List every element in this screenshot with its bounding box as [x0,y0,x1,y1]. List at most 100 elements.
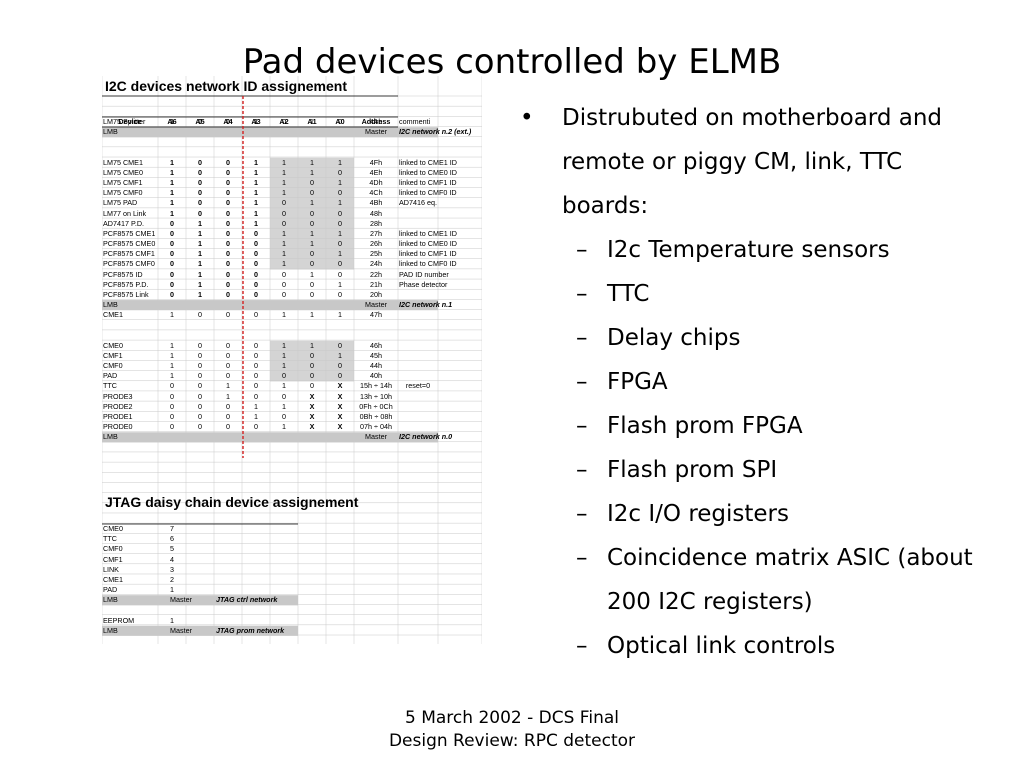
network-table-heading: I2C devices network ID assignement [105,78,347,94]
table-cell: 1 [310,157,314,167]
table-cell: 4Eh [369,167,383,177]
table-cell: 0 [170,269,174,279]
table-cell: 0 [170,218,174,228]
table-cell: 1 [170,157,174,167]
jtag-network-cell: JTAG prom network [216,625,285,635]
spreadsheet-grid [102,76,482,644]
sub-bullet-label: I2c Temperature sensors [607,237,890,263]
footer: 5 March 2002 - DCS Final Design Review: … [312,707,712,753]
table-cell: 0 [282,411,286,421]
table-cell: 40h [370,371,382,381]
device-name-cell: PCF8575 P.D. [103,279,149,289]
table-cell: Master [365,300,387,310]
sub-bullet: –Optical link controls [520,624,1010,668]
table-cell: Master [365,127,387,137]
table-cell: 0 [198,401,202,411]
sub-bullet: –I2c Temperature sensors [520,228,1010,272]
table-cell: 0 [338,167,342,177]
table-cell: 1 [282,178,286,188]
table-cell: reset=0 [405,381,431,391]
table-cell: 0 [310,259,314,269]
sub-bullet-continuation: 200 I2C registers) [607,589,813,615]
table-cell: 0 [338,269,342,279]
table-cell: 0 [310,289,314,299]
table-cell: 0 [170,239,174,249]
device-name-cell: AD7417 P.D. [103,218,145,228]
sub-bullet: –TTC [520,272,1010,316]
table-cell: 28h [370,218,382,228]
table-header-cell: A0 [335,117,345,126]
table-cell: 0 [170,249,174,259]
table-cell: 1 [254,178,258,188]
table-cell: 1 [254,411,258,421]
sub-bullet-label: Flash prom FPGA [607,413,803,439]
table-cell: 0 [198,381,202,391]
table-cell: 0 [254,279,258,289]
jtag-position-cell: Master [170,595,192,605]
table-cell: 0 [254,391,258,401]
jtag-position-cell: 2 [170,574,174,584]
device-name-cell: LMB [103,432,118,442]
table-cell: 0 [198,411,202,421]
table-cell: X [337,422,343,432]
device-name-cell: LM75 Splitter [103,117,146,126]
table-cell: 0 [254,239,258,249]
table-cell: 21h [370,279,382,289]
table-cell: 1 [282,310,286,320]
bullet-text-line: boards: [562,193,649,219]
device-name-cell: PCF8575 ID [103,269,143,279]
table-cell: 0 [338,239,342,249]
dash-icon: – [576,413,588,439]
dash-icon: – [576,325,588,351]
table-cell: 1 [338,178,342,188]
sub-bullet: –Delay chips [520,316,1010,360]
table-cell: 0 [254,371,258,381]
jtag-device-cell: EEPROM [103,615,135,625]
table-cell: 0 [310,279,314,289]
table-cell: 0 [226,269,230,279]
table-header-cell: A5 [195,117,205,126]
table-cell: 45h [370,350,382,360]
table-cell: 0 [170,422,174,432]
table-cell: linked to CME0 ID [399,239,457,249]
dash-icon: – [576,237,588,263]
table-cell: 0 [282,371,286,381]
dash-icon: – [576,281,588,307]
table-cell: linked to CME1 ID [399,157,457,167]
device-name-cell: LM75 CMF0 [103,188,143,198]
table-cell: PAD ID number [399,269,449,279]
jtag-position-cell: 1 [170,585,174,595]
spreadsheet-image: I2C devices network ID assignement Devic… [102,76,482,644]
table-cell: 0 [254,422,258,432]
table-cell: 1 [254,218,258,228]
table-cell: 1 [198,259,202,269]
table-cell: 0 [226,218,230,228]
table-cell: 0Bh ÷ 08h [359,411,393,421]
table-cell: X [337,401,343,411]
footer-line: Design Review: RPC detector [388,731,636,751]
table-cell: 0 [198,310,202,320]
table-cell: 1 [198,239,202,249]
device-name-cell: LMB [103,300,118,310]
table-cell: 48h [370,208,382,218]
table-cell: 0 [338,289,342,299]
table-cell: 0 [226,117,230,126]
table-cell: 1 [170,361,174,371]
device-name-cell: CME1 [103,310,123,320]
table-cell: 0 [170,228,174,238]
table-cell: 1 [338,228,342,238]
table-cell: 1 [310,269,314,279]
table-cell: 0 [254,289,258,299]
table-cell: 0 [282,198,286,208]
jtag-device-cell: LINK [103,564,119,574]
table-cell: 0 [310,371,314,381]
table-cell: 0 [282,208,286,218]
table-cell: Master [365,432,387,442]
table-header-cell: A4 [223,117,233,126]
table-cell: 0 [254,340,258,350]
table-cell: 26h [370,239,382,249]
table-cell: 0Fh ÷ 0Ch [359,401,393,411]
sub-bullet-label: I2c I/O registers [607,501,790,527]
jtag-position-cell: 4 [170,554,174,564]
sub-bullet-label: TTC [607,281,650,307]
